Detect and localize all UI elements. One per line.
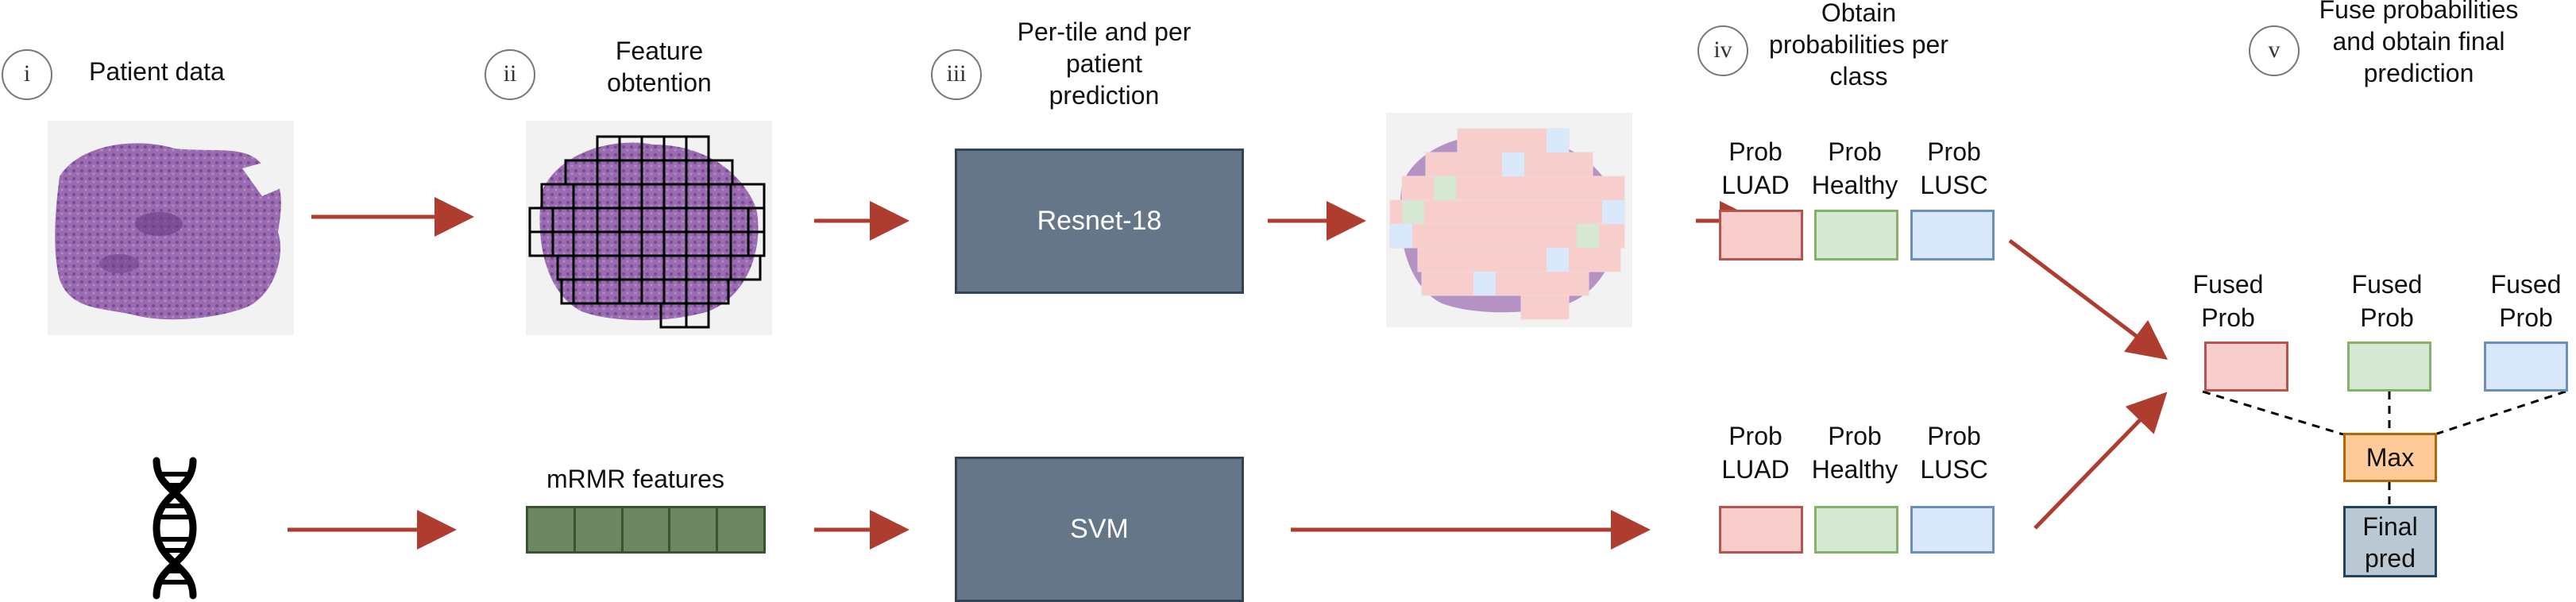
feature-obtention-line-2: obtention	[607, 68, 712, 97]
top-prob-luad-box	[1719, 210, 1803, 260]
arrow-bottom-probs-to-fused	[2033, 392, 2168, 530]
tiled-slide-image	[526, 121, 772, 335]
dna-icon	[153, 457, 197, 600]
resnet-model-box: Resnet-18	[955, 149, 1244, 294]
feature-cell	[526, 506, 576, 554]
class-luad: LUAD	[1721, 171, 1790, 199]
prob-word: Prob	[1828, 422, 1882, 450]
fused-prob-lusc-box	[2484, 342, 2568, 392]
prob-word: Prob	[1828, 137, 1882, 166]
arrow-top-probs-to-fused	[2008, 239, 2168, 361]
prob-word: Prob	[1728, 422, 1782, 450]
fused-word: Fused	[2490, 270, 2562, 299]
bottom-prob-healthy-box	[1814, 506, 1898, 554]
step-iv-badge: iv	[1697, 25, 1748, 76]
bottom-prob-luad-box	[1719, 506, 1803, 554]
probabilities-line-3: class	[1829, 62, 1888, 91]
fused-prob-luad-box	[2204, 342, 2288, 392]
fused-word: Fused	[2351, 270, 2423, 299]
top-prob-lusc-label: Prob LUSC	[1906, 135, 2002, 202]
dashed-fused-a-to-max	[2202, 390, 2344, 436]
fuse-line-1: Fuse probabilities	[2319, 0, 2519, 24]
fused-prob-healthy-box	[2347, 342, 2431, 392]
fused-prob-b-label: Fused Prob	[2343, 268, 2431, 334]
patient-data-label: Patient data	[89, 57, 225, 86]
fused-prob-a-label: Fused Prob	[2184, 268, 2272, 334]
prediction-line-2: patient	[1065, 49, 1143, 78]
bottom-prob-healthy-label: Prob Healthy	[1803, 419, 1906, 486]
prediction-line-1: Per-tile and per	[1017, 17, 1191, 46]
pred-word: pred	[2364, 544, 2416, 573]
top-prob-lusc-box	[1910, 210, 1995, 260]
tile-prediction-heatmap	[1386, 113, 1632, 327]
prob-word: Prob	[2360, 303, 2414, 332]
prob-word: Prob	[2499, 303, 2553, 332]
bottom-prob-luad-label: Prob LUAD	[1708, 419, 1803, 486]
prediction-line-3: prediction	[1049, 81, 1160, 110]
class-healthy: Healthy	[1811, 171, 1898, 199]
fuse-line-2: and obtain final	[2332, 27, 2505, 56]
svm-model-box: SVM	[955, 457, 1244, 602]
final-prediction-box: Final pred	[2343, 506, 2437, 577]
step-v-badge: v	[2249, 25, 2300, 76]
step-ii-badge: ii	[485, 49, 535, 100]
prob-word: Prob	[1927, 422, 1981, 450]
max-box: Max	[2343, 433, 2437, 482]
feature-obtention-line-1: Feature	[615, 37, 704, 65]
probabilities-line-2: probabilities per	[1769, 30, 1948, 59]
feature-cell	[670, 506, 719, 554]
final-word: Final	[2362, 512, 2418, 541]
bottom-prob-lusc-label: Prob LUSC	[1906, 419, 2002, 486]
mrmr-feature-vector	[526, 506, 766, 554]
probabilities-line-1: Obtain	[1821, 0, 1897, 27]
bottom-prob-lusc-box	[1910, 506, 1995, 554]
top-prob-luad-label: Prob LUAD	[1708, 135, 1803, 202]
fused-word: Fused	[2192, 270, 2264, 299]
prob-word: Prob	[1728, 137, 1782, 166]
feature-obtention-label: Feature obtention	[588, 35, 731, 98]
mrmr-label: mRMR features	[546, 465, 725, 493]
fuse-line-3: prediction	[2363, 59, 2474, 87]
whole-slide-image	[48, 121, 294, 335]
prob-word: Prob	[1927, 137, 1981, 166]
dashed-fused-c-to-max	[2434, 390, 2566, 436]
top-prob-healthy-label: Prob Healthy	[1803, 135, 1906, 202]
feature-cell	[575, 506, 624, 554]
class-healthy: Healthy	[1811, 455, 1898, 484]
step-iii-badge: iii	[931, 49, 982, 100]
fuse-label: Fuse probabilities and obtain final pred…	[2288, 0, 2550, 89]
step-i-badge: i	[2, 49, 52, 100]
tile-grid	[528, 135, 766, 329]
class-lusc: LUSC	[1920, 455, 1988, 484]
prob-word: Prob	[2201, 303, 2255, 332]
probabilities-label: Obtain probabilities per class	[1732, 0, 1986, 92]
class-luad: LUAD	[1721, 455, 1790, 484]
fused-prob-c-label: Fused Prob	[2482, 268, 2570, 334]
class-lusc: LUSC	[1920, 171, 1988, 199]
feature-cell	[623, 506, 671, 554]
top-prob-healthy-box	[1814, 210, 1898, 260]
prediction-label: Per-tile and per patient prediction	[977, 16, 1231, 111]
feature-cell	[718, 506, 766, 554]
